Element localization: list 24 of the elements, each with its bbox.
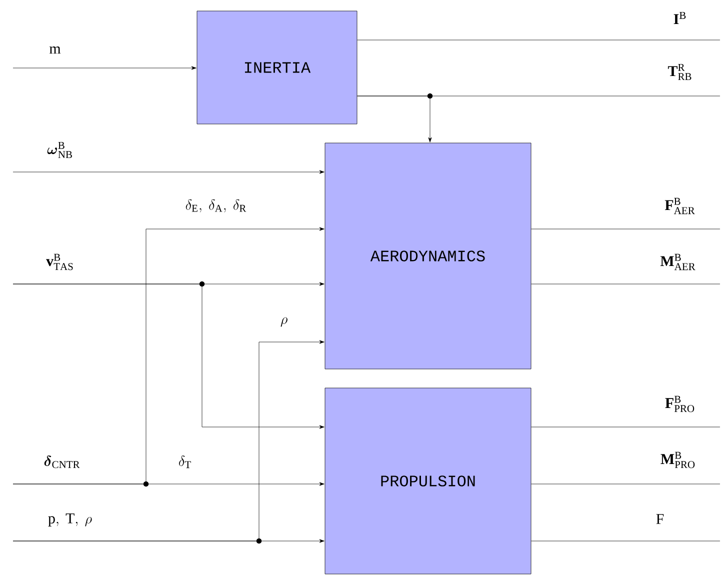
arrow bbox=[12, 170, 324, 174]
edge-label: $\mathbf{M}^{\mathrm{B}}_{\mathrm{AER}}$ bbox=[660, 254, 696, 270]
edge-label: $\mathbf{M}^{\mathrm{B}}_{\mathrm{PRO}}$ bbox=[660, 452, 695, 468]
edge-label: $\mathrm{F}$ bbox=[656, 514, 664, 524]
edge-label: $\boldsymbol{\delta}_{\mathrm{CNTR}}$ bbox=[44, 456, 80, 468]
edge-label: $\mathrm{p},\ \mathrm{T},\ \rho$ bbox=[48, 514, 92, 526]
arrow bbox=[357, 96, 432, 142]
edge-label: $\delta_{\mathrm{E}},\ \delta_{\mathrm{A}},\ \delta_{\mathrm{R}}$ bbox=[186, 199, 246, 212]
signal-label: $\delta_{\mathrm{T}}$ bbox=[179, 456, 191, 468]
process-box: AERODYNAMICS bbox=[324, 142, 532, 370]
edge-label: $\mathbf{F}^{\mathrm{B}}_{\mathrm{AER}}$ bbox=[664, 198, 695, 214]
arrow bbox=[12, 66, 196, 70]
arrow bbox=[12, 284, 324, 429]
process-box: PROPULSION bbox=[324, 388, 532, 574]
edge-label: $\boldsymbol{\omega}^{\mathrm{B}}_{\mathrm{NB}}$ bbox=[47, 142, 72, 158]
edge-label: $\mathbf{T}^{\mathrm{R}}_{\mathrm{RB}}$ bbox=[668, 64, 692, 80]
process-box: INERTIA bbox=[196, 10, 358, 124]
arrow bbox=[12, 539, 324, 543]
arrow bbox=[12, 482, 324, 486]
edge-label: $\mathbf{v}^{\mathrm{B}}_{\mathrm{TAS}}$ bbox=[46, 254, 73, 270]
edge-label: $\mathrm{m}$ bbox=[49, 46, 61, 54]
edge-label: $\mathbf{I}^{\mathrm{B}}$ bbox=[674, 12, 686, 24]
edge-label: $\rho$ bbox=[280, 317, 288, 327]
edge-label: $\mathbf{F}^{\mathrm{B}}_{\mathrm{PRO}}$ bbox=[665, 396, 694, 412]
